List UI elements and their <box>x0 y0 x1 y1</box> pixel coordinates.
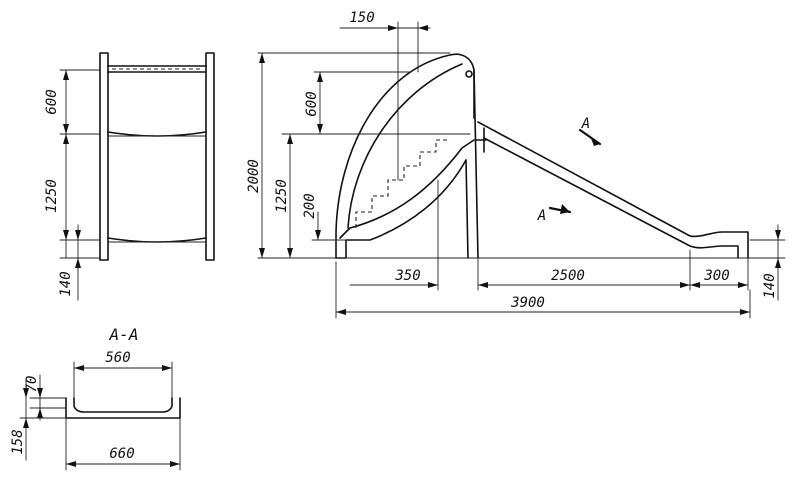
side-dim-140: 140 <box>762 273 778 298</box>
side-dim-300: 300 <box>703 268 729 284</box>
side-dim-200: 200 <box>302 193 318 218</box>
pivot-bolt <box>465 70 473 78</box>
section-view <box>19 361 181 471</box>
slide-hood-inner <box>347 63 463 229</box>
front-slide-bottom <box>107 237 207 243</box>
front-left-post <box>99 52 109 261</box>
section-dim-158: 158 <box>10 429 26 454</box>
side-dim-600: 600 <box>304 91 320 116</box>
front-platform <box>107 131 207 137</box>
front-dim-600: 600 <box>44 89 60 114</box>
front-dim-140: 140 <box>58 271 74 296</box>
side-dim-150: 150 <box>349 10 374 26</box>
stair-steps-hidden <box>355 139 450 228</box>
section-dim-70: 70 <box>24 376 40 393</box>
section-dim-560: 560 <box>105 350 130 366</box>
slide-bed-bottom <box>483 137 739 259</box>
section-profile-inner <box>73 397 173 413</box>
section-title: A-A <box>109 325 139 344</box>
section-profile-outer <box>65 397 181 419</box>
stair-body <box>335 159 467 259</box>
side-dim-1250: 1250 <box>274 179 290 213</box>
side-view <box>257 21 786 319</box>
section-mark-lower: A <box>537 208 546 224</box>
slide-bed-top <box>477 121 749 259</box>
front-right-post <box>205 52 215 261</box>
slide-hood-outer <box>335 53 475 259</box>
side-dim-2500: 2500 <box>551 268 585 284</box>
side-dim-350: 350 <box>394 268 420 284</box>
front-view <box>59 52 215 301</box>
section-mark-upper: A <box>581 116 590 132</box>
front-dim-1250: 1250 <box>44 179 60 213</box>
side-dim-3900: 3900 <box>510 295 545 311</box>
side-dim-2000: 2000 <box>246 159 262 193</box>
section-dim-660: 660 <box>109 446 134 462</box>
